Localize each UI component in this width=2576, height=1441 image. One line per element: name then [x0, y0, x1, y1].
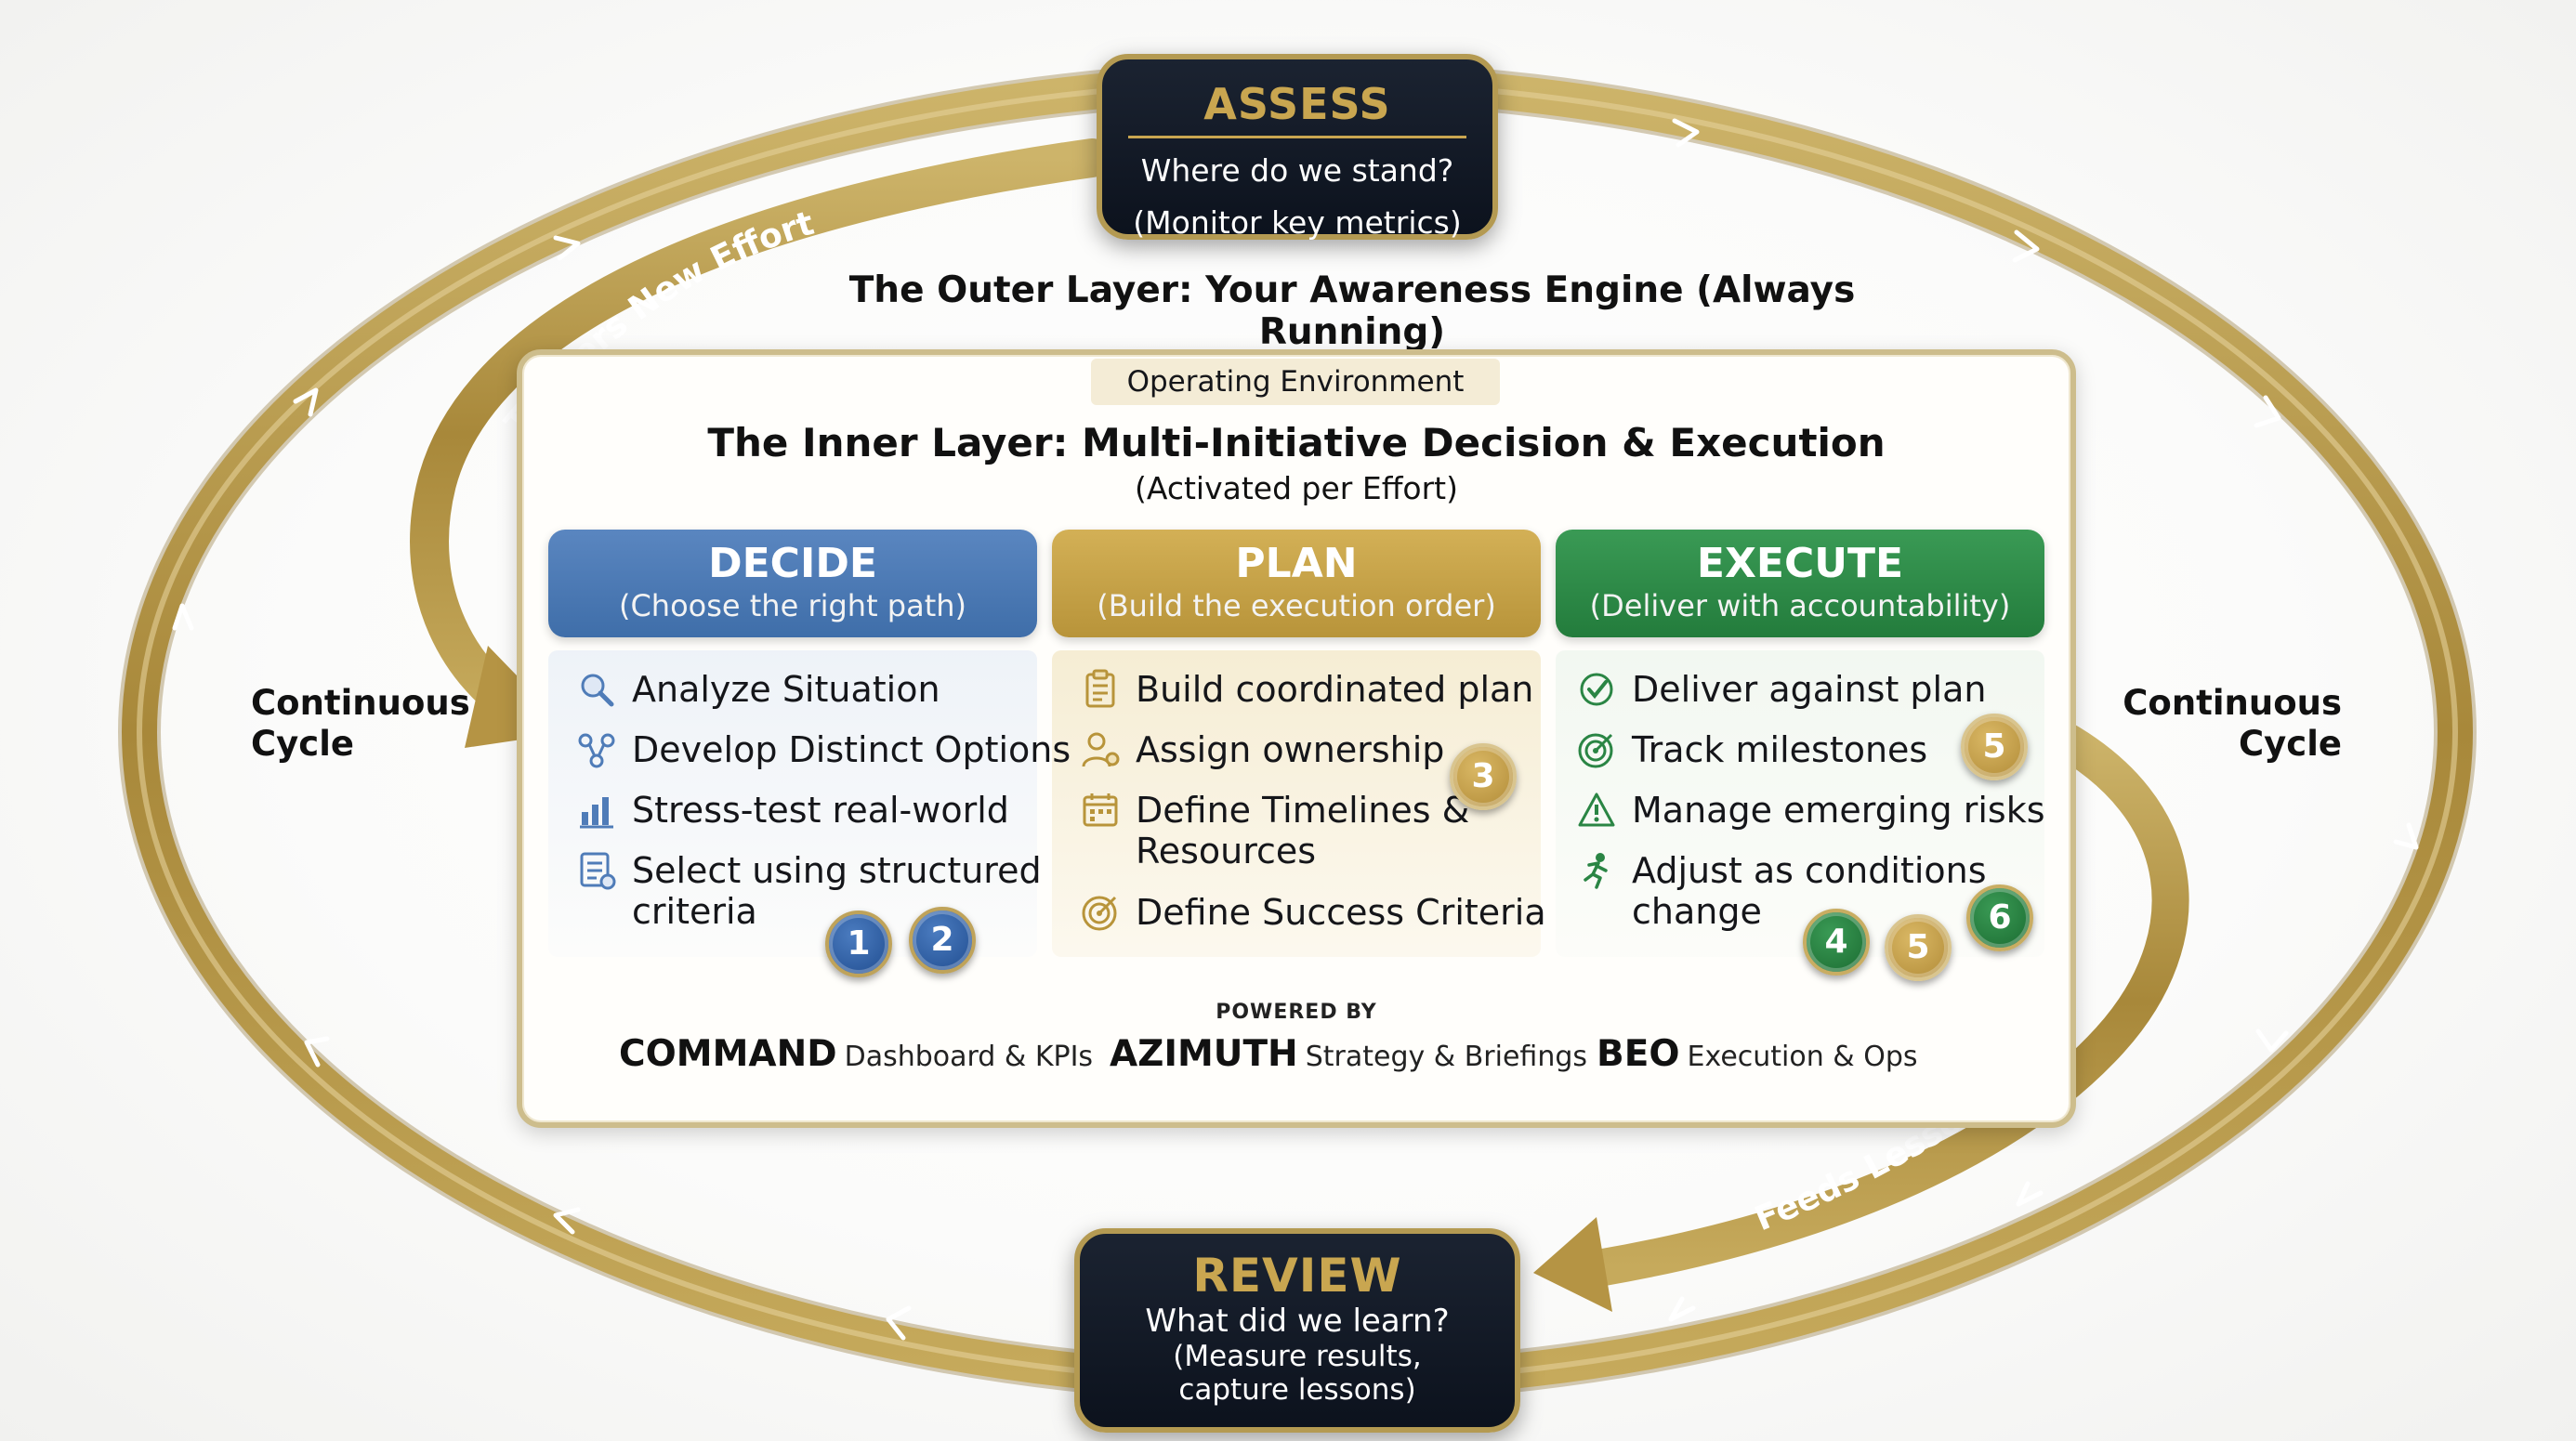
decide-header: DECIDE (Choose the right path)	[548, 530, 1037, 637]
continuous-cycle-left: Continuous Cycle	[251, 683, 470, 765]
plan-header: PLAN (Build the execution order)	[1052, 530, 1541, 637]
execute-item: Manage emerging risks	[1576, 790, 2045, 831]
execute-item-line: change	[1632, 891, 1762, 932]
execute-title: EXECUTE	[1696, 540, 1904, 587]
review-detail-line1: (Measure results,	[1173, 1340, 1422, 1373]
decide-item-line: criteria	[632, 891, 757, 932]
decide-title: DECIDE	[708, 540, 877, 587]
check-circle-icon	[1576, 669, 1619, 710]
continuous-cycle-left-line2: Cycle	[251, 724, 354, 764]
inner-layer-subtitle: (Activated per Effort)	[1134, 470, 1458, 506]
execute-item-label: Manage emerging risks	[1632, 790, 2045, 831]
plan-item: Build coordinated plan	[1080, 669, 1533, 710]
continuous-cycle-right-line2: Cycle	[2239, 724, 2342, 764]
step-badge: 3	[1450, 743, 1517, 810]
operating-environment-tag: Operating Environment	[1091, 359, 1500, 405]
decide-subtitle: (Choose the right path)	[618, 588, 967, 623]
assess-node: ASSESS Where do we stand? (Monitor key m…	[1097, 54, 1498, 241]
clipboard-icon	[1080, 669, 1123, 710]
tool-name: BEO	[1597, 1033, 1680, 1075]
execute-item-label: Deliver against plan	[1632, 669, 1987, 710]
tool-desc: Dashboard & KPIs	[844, 1041, 1094, 1073]
target-icon	[1080, 892, 1123, 933]
plan-item-label: Build coordinated plan	[1136, 669, 1534, 710]
checklist-icon	[576, 850, 619, 891]
plan-subtitle: (Build the execution order)	[1097, 588, 1496, 623]
plan-item: Assign ownership	[1080, 729, 1444, 770]
decide-item: Stress-test real-world	[576, 790, 1009, 831]
step-badge: 1	[825, 910, 892, 977]
tool-desc: Execution & Ops	[1687, 1041, 1918, 1073]
decide-body	[548, 650, 1037, 957]
review-question: What did we learn?	[1145, 1303, 1450, 1340]
execute-item-line: Adjust as conditions	[1632, 850, 1987, 891]
step-badge: 6	[1966, 884, 2033, 951]
bar-chart-icon	[576, 790, 619, 831]
triggers-arrow	[410, 138, 1111, 730]
execute-header: EXECUTE (Deliver with accountability)	[1556, 530, 2044, 637]
tool-name: COMMAND	[619, 1033, 837, 1075]
assess-detail: (Monitor key metrics)	[1133, 204, 1462, 241]
decide-item-label: Develop Distinct Options	[632, 729, 1071, 770]
review-node: REVIEW What did we learn? (Measure resul…	[1074, 1228, 1520, 1433]
plan-item-label: Define Timelines &Resources	[1136, 790, 1469, 871]
execute-subtitle: (Deliver with accountability)	[1589, 588, 2011, 623]
powered-by-label: POWERED BY	[1216, 1001, 1377, 1024]
tool-name: AZIMUTH	[1110, 1033, 1298, 1075]
branch-options-icon	[576, 729, 619, 770]
continuous-cycle-left-line1: Continuous	[251, 683, 470, 723]
calendar-icon	[1080, 790, 1123, 831]
feeds-arrow	[1580, 715, 2189, 1287]
inner-layer-title: The Inner Layer: Multi-Initiative Decisi…	[707, 420, 1886, 465]
plan-item: Define Timelines &Resources	[1080, 790, 1469, 871]
plan-item: Define Success Criteria	[1080, 892, 1546, 933]
decide-item-line: Select using structured	[632, 850, 1042, 891]
step-badge: 5	[1961, 714, 2028, 780]
person-icon	[1080, 729, 1123, 770]
execute-item: Track milestones	[1576, 729, 1927, 770]
execute-body	[1556, 650, 2044, 957]
execute-item-label: Track milestones	[1632, 729, 1928, 770]
decide-item: Develop Distinct Options	[576, 729, 1071, 770]
step-badge: 5	[1885, 914, 1952, 981]
execute-item: Deliver against plan	[1576, 669, 1986, 710]
review-detail-line2: capture lessons)	[1178, 1373, 1416, 1407]
step-badge: 4	[1803, 909, 1870, 976]
decide-item-label: Stress-test real-world	[632, 790, 1009, 831]
plan-item-line: Define Timelines &	[1136, 790, 1470, 831]
ring-chevrons	[172, 118, 2419, 1341]
plan-item-label: Define Success Criteria	[1136, 892, 1546, 933]
decide-item-label: Analyze Situation	[632, 669, 940, 710]
plan-item-label: Assign ownership	[1136, 729, 1445, 770]
outer-layer-title: The Outer Layer: Your Awareness Engine (…	[848, 269, 1856, 353]
plan-body	[1052, 650, 1541, 957]
runner-icon	[1576, 850, 1619, 891]
decide-item: Analyze Situation	[576, 669, 940, 710]
tool-desc: Strategy & Briefings	[1305, 1041, 1587, 1073]
continuous-cycle-right: Continuous Cycle	[2119, 683, 2342, 765]
magnifier-icon	[576, 669, 619, 710]
review-title: REVIEW	[1192, 1249, 1402, 1303]
assess-title: ASSESS	[1128, 76, 1466, 138]
target-icon	[1576, 729, 1619, 770]
warning-icon	[1576, 790, 1619, 831]
step-badge: 2	[909, 907, 976, 974]
assess-question: Where do we stand?	[1140, 152, 1454, 189]
plan-item-line: Resources	[1136, 831, 1317, 871]
continuous-cycle-right-line1: Continuous	[2123, 683, 2342, 723]
plan-title: PLAN	[1235, 540, 1358, 587]
